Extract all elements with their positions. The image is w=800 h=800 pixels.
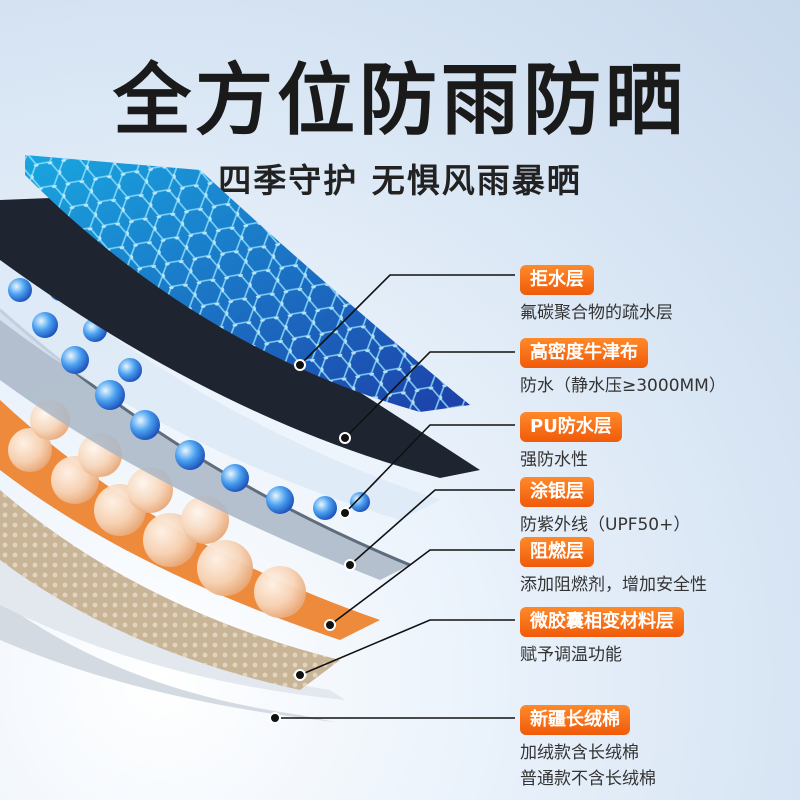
layer-label-repellent: 拒水层 氟碳聚合物的疏水层 (520, 265, 673, 325)
layer-badge: 新疆长绒棉 (520, 705, 630, 735)
layer-desc: 加绒款含长绒棉 (520, 743, 639, 763)
page-subtitle: 四季守护 无惧风雨暴晒 (218, 161, 582, 200)
layer-badge: 阻燃层 (520, 537, 594, 567)
layer-desc: 强防水性 (520, 450, 588, 470)
layer-desc: 赋予调温功能 (520, 645, 622, 665)
layer-label-fire-retardant: 阻燃层 添加阻燃剂，增加安全性 (520, 537, 707, 597)
layer-label-cotton: 新疆长绒棉 加绒款含长绒棉 普通款不含长绒棉 (520, 705, 656, 791)
pearl-beads (8, 400, 306, 618)
layer-desc: 添加阻燃剂，增加安全性 (520, 575, 707, 595)
leader-lines (275, 274, 515, 719)
silver-layer-shape (0, 310, 410, 580)
layer-badge: PU防水层 (520, 412, 622, 442)
cotton-layer-shape (0, 600, 335, 722)
layer-label-oxford: 高密度牛津布 防水（静水压≥3000MM） (520, 338, 726, 398)
water-bubbles (8, 278, 370, 520)
pu-layer-shape (0, 250, 440, 520)
layer-label-microcapsule: 微胶囊相变材料层 赋予调温功能 (520, 607, 684, 667)
layer-label-silver: 涂银层 防紫外线（UPF50+） (520, 477, 690, 537)
layer-badge: 拒水层 (520, 265, 594, 295)
layer-badge: 涂银层 (520, 477, 594, 507)
layer-badge: 高密度牛津布 (520, 338, 648, 368)
layer-label-pu: PU防水层 强防水性 (520, 412, 622, 472)
layer-badge: 微胶囊相变材料层 (520, 607, 684, 637)
layer-desc: 普通款不含长绒棉 (520, 769, 656, 789)
leader-dots (269, 359, 356, 724)
layer-desc: 防紫外线（UPF50+） (520, 515, 691, 535)
page-title: 全方位防雨防晒 (112, 56, 687, 146)
layer-desc: 氟碳聚合物的疏水层 (520, 303, 673, 323)
layer-desc: 防水（静水压≥3000MM） (520, 376, 726, 396)
